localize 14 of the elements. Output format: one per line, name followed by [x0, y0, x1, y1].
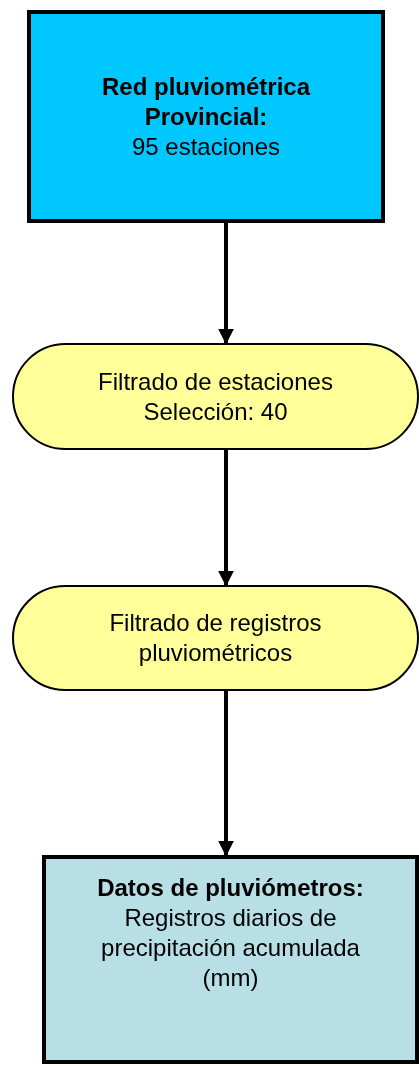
arrow	[218, 691, 234, 857]
node-heading: Red pluviométrica Provincial:	[100, 72, 312, 132]
process-terminal	[12, 585, 419, 691]
arrow	[218, 223, 234, 345]
node-text: 95 estaciones	[131, 132, 281, 162]
process-box	[27, 10, 385, 223]
node-text: Selección: 40	[143, 396, 288, 427]
node-text: Filtrado de estaciones	[98, 366, 333, 397]
arrow	[218, 450, 234, 587]
node-heading: Datos de pluviómetros:	[97, 873, 364, 903]
node-text: Filtrado de registros pluviométricos	[108, 608, 323, 668]
process-terminal	[12, 343, 419, 450]
node-text: Registros diarios de precipitación acumulada (mm)	[100, 903, 361, 993]
process-box	[42, 855, 419, 1064]
